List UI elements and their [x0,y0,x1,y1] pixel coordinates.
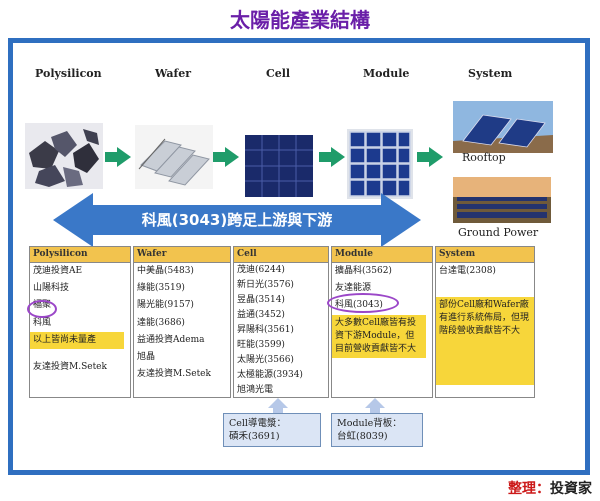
highlight-oval-polysilicon [27,300,57,318]
callout-module-backsheet: Module背板： 台虹(8039) [331,413,423,447]
solar-module-image [347,129,413,199]
industry-table: Polysilicon 茂迪投資AE 山陽科技 福聚 科風 以上皆尚未量產 友達… [29,246,555,398]
company-item: 友達投資M.Setek [137,369,211,380]
module-note: 大多數Cell廠皆有投資下游Module，但目前營收貢獻皆不大 [332,314,426,358]
column-module: Module 擴晶科(3562) 友達能源 科風(3043) 大多數Cell廠皆… [331,246,433,398]
flow-arrow-3 [319,147,345,167]
callout-line: 碩禾(3691) [229,431,280,442]
highlight-oval-module [327,293,399,313]
column-header: Wafer [134,247,230,263]
callout-line: Module背板： [337,418,402,429]
column-header: Polysilicon [30,247,130,263]
diagram-frame: Polysilicon Wafer Cell Module System [8,38,590,475]
banner-text: 科風(3043)跨足上游與下游 [141,211,333,229]
column-cell: Cell 茂迪(6244) 新日光(3576) 昱晶(3514) 益通(3452… [233,246,329,398]
double-arrow-banner [53,193,421,247]
company-item: 中美晶(5483) [137,266,194,276]
company-item: 茂迪投資AE [33,266,83,276]
stage-label-cell: Cell [266,67,291,80]
column-header: Module [332,247,432,263]
source-credit: 整理：投資家 [508,478,592,498]
company-item: 太極能源(3934) [237,370,303,380]
source-value: 投資家 [550,481,592,497]
company-item: 益通投資Adema [137,334,205,345]
company-item: 新日光(3576) [237,280,294,290]
company-item: 旭鴻光電 [237,385,274,395]
column-polysilicon: Polysilicon 茂迪投資AE 山陽科技 福聚 科風 以上皆尚未量產 友達… [29,246,131,398]
solar-cell-image [245,135,313,197]
column-wafer: Wafer 中美晶(5483) 綠能(3519) 陽光能(9157) 達能(36… [133,246,231,398]
callout-line: Cell導電漿： [229,418,286,429]
company-item: 旭晶 [137,351,156,362]
flow-arrow-1 [105,147,131,167]
stage-label-system: System [468,67,513,80]
company-item: 陽光能(9157) [137,300,194,311]
company-item: 山陽科技 [33,283,70,294]
callout-arrow-module [365,398,385,408]
column-header: Cell [234,247,328,263]
ground-power-caption: Ground Power [458,226,539,239]
callout-line: 台虹(8039) [337,431,388,442]
callout-arrow-stem-cell [273,407,283,413]
ground-power-image [453,177,551,223]
callout-arrow-stem-module [370,407,380,413]
company-item: 太陽光(3566) [237,355,294,365]
company-item: 擴晶科(3562) [335,266,392,276]
stage-label-polysilicon: Polysilicon [35,67,102,80]
column-header: System [436,247,534,263]
source-key: 整理： [508,481,550,497]
rooftop-image [453,101,553,153]
system-note: 部份Cell廠和Wafer廠有進行系統佈局，但現階段營收貢獻皆不大 [436,297,534,386]
stage-label-wafer: Wafer [155,67,192,80]
company-item: 友達能源 [335,283,372,294]
company-item: 茂迪(6244) [237,265,285,275]
callout-cell-paste: Cell導電漿： 碩禾(3691) [223,413,321,447]
note-not-mass-produced: 以上皆尚未量產 [30,331,124,349]
wafer-image [135,125,213,189]
company-item: 友達投資M.Setek [33,361,107,372]
flow-arrow-2 [213,147,239,167]
column-system: System 台達電(2308) 部份Cell廠和Wafer廠有進行系統佈局，但… [435,246,535,398]
company-item: 台達電(2308) [439,266,496,276]
flow-arrow-4 [417,147,443,167]
company-item: 昇陽科(3561) [237,325,294,335]
stage-label-module: Module [363,67,410,80]
callout-arrow-cell [268,398,288,408]
page-title: 太陽能產業結構 [230,8,370,32]
company-item: 旺能(3599) [237,340,285,350]
company-item: 綠能(3519) [137,283,185,294]
company-item: 益通(3452) [237,310,285,320]
company-item: 昱晶(3514) [237,295,285,305]
company-item: 達能(3686) [137,317,185,328]
rooftop-caption: Rooftop [462,151,506,164]
company-item: 科風 [33,317,52,328]
polysilicon-image [25,123,103,189]
